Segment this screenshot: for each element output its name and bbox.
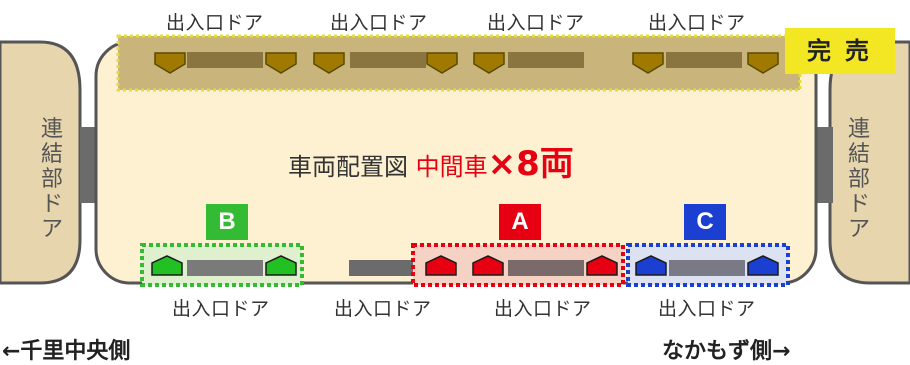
car-title-middle: 中間車 [415,153,488,181]
top-soldout-seats [154,52,779,74]
seat-soldout-6 [632,52,664,74]
seat-b-1 [151,255,183,276]
direction-right: なかもず側→ [662,339,791,364]
seat-soldout-7 [747,52,779,74]
zone-a-badge: A [499,204,541,240]
seat-a-3 [586,255,618,276]
seat-c-2 [747,255,779,276]
zone-b-badge: B [206,204,248,240]
door-label-bottom-3: 出入口ドア [494,298,592,320]
seat-b-2 [265,255,297,276]
adjacent-car-left [0,40,82,285]
seat-soldout-5 [473,52,505,74]
door-label-top-2: 出入口ドア [330,12,428,34]
car-title-prefix: 車両配置図 [288,153,408,181]
seat-a-1 [425,255,457,276]
seat-soldout-3 [313,52,345,74]
car-title: 車両配置図 中間車×8両 [288,136,574,185]
connection-door-label-right: 連結部ドア [847,117,870,242]
direction-left: ←千里中央側 [2,339,131,364]
seat-soldout-1 [154,52,186,74]
car-title-count: ×8両 [487,144,574,184]
seat-soldout-4 [426,52,458,74]
seat-soldout-2 [265,52,297,74]
seat-a-2 [472,255,504,276]
door-label-top-4: 出入口ドア [648,12,746,34]
connection-door-label-left: 連結部ドア [40,117,63,242]
top-benches [187,52,742,68]
soldout-badge: 完売 [785,28,895,74]
seat-c-1 [635,255,667,276]
door-label-bottom-2: 出入口ドア [334,298,432,320]
door-label-bottom-1: 出入口ドア [172,298,270,320]
bench-unassigned [349,260,413,276]
door-label-top-1: 出入口ドア [166,12,264,34]
door-label-bottom-4: 出入口ドア [658,298,756,320]
zone-c-badge: C [684,204,726,240]
door-label-top-3: 出入口ドア [487,12,585,34]
